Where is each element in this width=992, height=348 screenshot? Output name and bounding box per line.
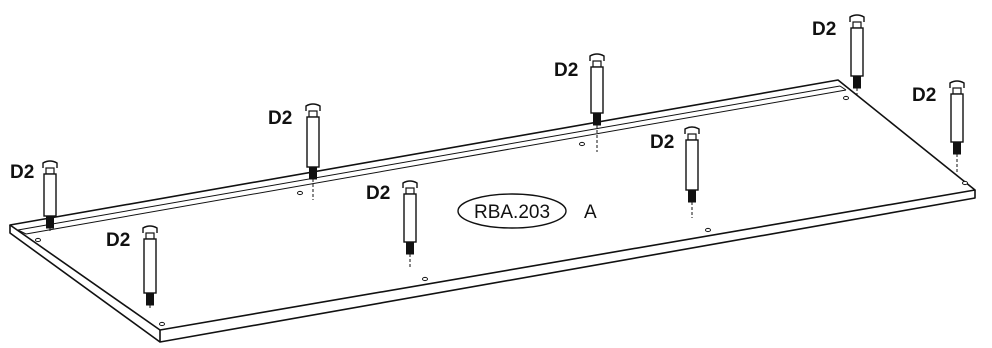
- dowel-neck: [145, 232, 155, 240]
- dowel-label: D2: [268, 108, 292, 129]
- dowel-label: D2: [650, 132, 674, 153]
- dowel-thread: [688, 189, 696, 203]
- dowel-neck: [687, 133, 697, 141]
- dowel-body: [43, 173, 57, 217]
- dowel-neck: [952, 87, 962, 95]
- dowel-cap: [305, 103, 321, 111]
- dowel-neck: [405, 187, 415, 195]
- dowel-label: D2: [554, 60, 578, 81]
- dowel-thread: [309, 166, 317, 180]
- dowel: D2: [268, 103, 321, 200]
- dowel-cap: [589, 53, 605, 61]
- dowel-thread: [146, 292, 154, 306]
- dowel-thread: [953, 141, 961, 155]
- dowel-body: [590, 66, 604, 114]
- dowel-body: [403, 193, 417, 243]
- hole: [159, 321, 165, 327]
- dowel-body: [950, 93, 964, 143]
- panel-holes: [35, 95, 968, 327]
- dowel-cap: [142, 225, 158, 233]
- dowel-neck: [45, 167, 55, 175]
- dowel-thread: [46, 215, 54, 229]
- dowel: D2: [554, 53, 605, 152]
- hole: [35, 237, 41, 243]
- dowel-cap: [949, 80, 965, 88]
- dowel-cap: [42, 160, 58, 168]
- hole: [962, 180, 968, 186]
- panel-groove-line-2: [25, 89, 847, 235]
- dowel: D2: [366, 180, 418, 268]
- hole: [422, 276, 428, 282]
- hole: [579, 141, 585, 147]
- dowel-label: D2: [366, 183, 390, 204]
- part-code-ellipse: [457, 193, 567, 229]
- dowel-cap: [849, 14, 865, 22]
- dowel-body: [685, 139, 699, 191]
- dowel: D2: [106, 225, 158, 310]
- dowel-label: D2: [106, 230, 130, 251]
- part-letter: A: [584, 202, 597, 223]
- dowel-neck: [592, 60, 602, 68]
- part-callout: RBA.203 A: [457, 193, 597, 229]
- panel-groove-line: [17, 85, 841, 231]
- dowel: D2: [10, 160, 58, 232]
- part-code: RBA.203: [474, 202, 550, 223]
- hole: [705, 227, 711, 233]
- dowel-thread: [593, 112, 601, 126]
- panel-front-edge: [159, 190, 976, 343]
- dowel-thread: [406, 241, 414, 255]
- dowel-thread: [853, 75, 861, 89]
- panel-groove-edge: [17, 85, 847, 235]
- dowel: D2: [650, 126, 700, 218]
- dowel: D2: [812, 14, 865, 98]
- hole: [297, 190, 303, 196]
- dowel-label: D2: [812, 19, 836, 40]
- dowel-label: D2: [912, 85, 936, 106]
- dowel-body: [306, 116, 320, 168]
- panel-left-edge: [9, 225, 161, 343]
- dowel-neck: [308, 110, 318, 118]
- dowel-cap: [684, 126, 700, 134]
- dowel-body: [143, 238, 157, 294]
- hole: [843, 95, 849, 101]
- dowel: D2: [912, 80, 965, 172]
- dowel-body: [850, 27, 864, 77]
- dowel-neck: [852, 21, 862, 29]
- panel-board: [9, 79, 976, 343]
- dowel-cap: [402, 180, 418, 188]
- dowel-label: D2: [10, 162, 34, 183]
